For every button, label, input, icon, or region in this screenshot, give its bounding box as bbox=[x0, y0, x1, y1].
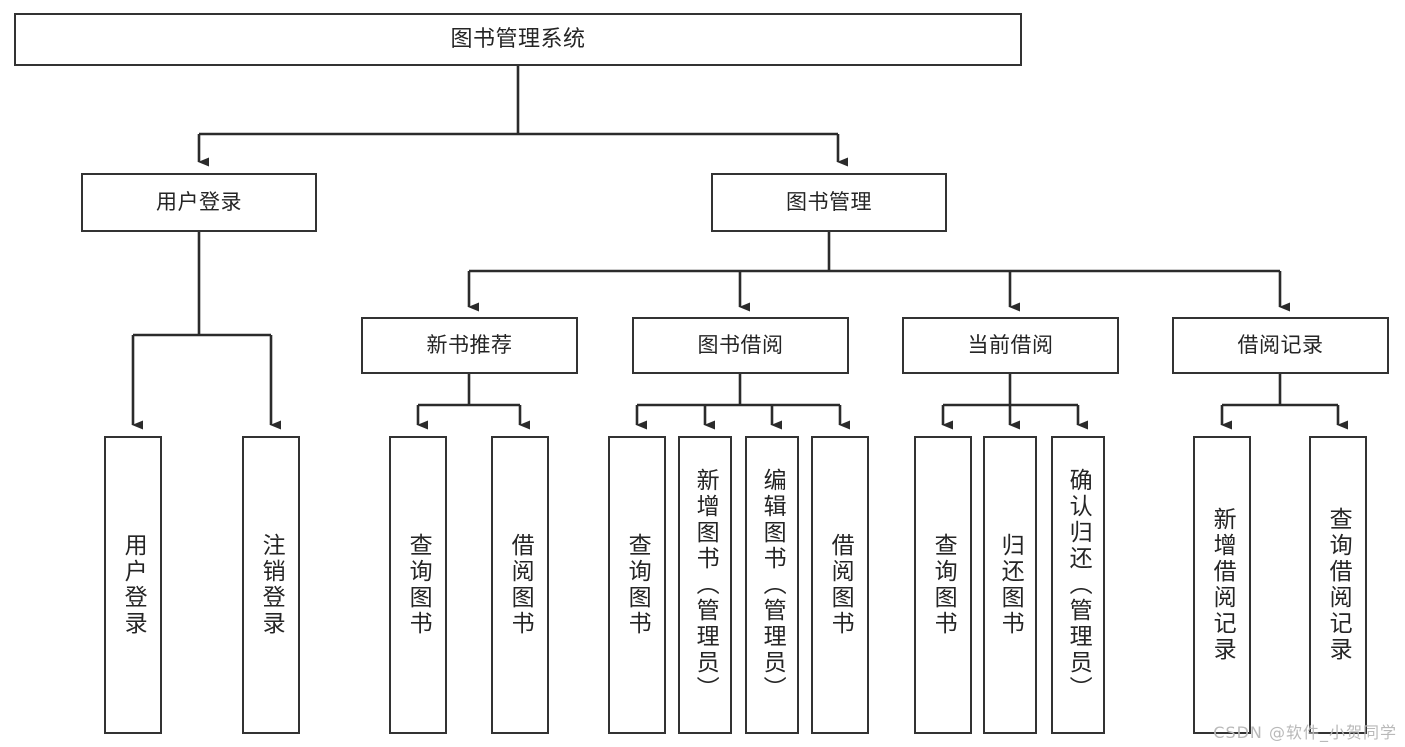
node-label: 注销登录 bbox=[258, 533, 285, 637]
node-label: 归还图书 bbox=[997, 533, 1024, 637]
node-label: 图书管理 bbox=[786, 190, 872, 215]
leaf-borrow-edit-book-admin[interactable]: 编辑图书（管理员） bbox=[745, 436, 799, 734]
leaf-record-query-record[interactable]: 查询借阅记录 bbox=[1309, 436, 1367, 734]
leaf-user-login[interactable]: 用户登录 bbox=[104, 436, 162, 734]
node-current-borrow[interactable]: 当前借阅 bbox=[902, 317, 1119, 374]
node-label: 用户登录 bbox=[156, 190, 242, 215]
node-label: 新增借阅记录 bbox=[1209, 507, 1236, 663]
node-borrow-record[interactable]: 借阅记录 bbox=[1172, 317, 1389, 374]
leaf-newbook-borrow-book[interactable]: 借阅图书 bbox=[491, 436, 549, 734]
leaf-newbook-query-book[interactable]: 查询图书 bbox=[389, 436, 447, 734]
node-book-borrow[interactable]: 图书借阅 bbox=[632, 317, 849, 374]
leaf-borrow-borrow-book[interactable]: 借阅图书 bbox=[811, 436, 869, 734]
node-label: 查询图书 bbox=[624, 533, 651, 637]
node-label: 借阅图书 bbox=[507, 533, 534, 637]
leaf-borrow-add-book-admin[interactable]: 新增图书（管理员） bbox=[678, 436, 732, 734]
leaf-current-return-book[interactable]: 归还图书 bbox=[983, 436, 1037, 734]
leaf-record-add-record[interactable]: 新增借阅记录 bbox=[1193, 436, 1251, 734]
node-label: 图书管理系统 bbox=[450, 26, 586, 52]
leaf-current-query-book[interactable]: 查询图书 bbox=[914, 436, 972, 734]
leaf-borrow-query-book[interactable]: 查询图书 bbox=[608, 436, 666, 734]
node-label: 借阅记录 bbox=[1237, 333, 1324, 358]
node-label: 当前借阅 bbox=[967, 333, 1054, 358]
node-root-system[interactable]: 图书管理系统 bbox=[14, 13, 1022, 66]
node-label: 新增图书（管理员） bbox=[692, 468, 719, 702]
leaf-current-confirm-return-admin[interactable]: 确认归还（管理员） bbox=[1051, 436, 1105, 734]
node-label: 新书推荐 bbox=[426, 333, 513, 358]
node-user-login[interactable]: 用户登录 bbox=[81, 173, 317, 232]
node-label: 图书借阅 bbox=[697, 333, 784, 358]
node-label: 用户登录 bbox=[120, 533, 147, 637]
node-label: 借阅图书 bbox=[827, 533, 854, 637]
node-label: 编辑图书（管理员） bbox=[759, 468, 786, 702]
node-book-management[interactable]: 图书管理 bbox=[711, 173, 947, 232]
node-label: 查询图书 bbox=[930, 533, 957, 637]
node-label: 查询借阅记录 bbox=[1325, 507, 1352, 663]
node-new-book-recommend[interactable]: 新书推荐 bbox=[361, 317, 578, 374]
csdn-watermark: CSDN @软件_小贺同学 bbox=[1213, 723, 1397, 742]
node-label: 查询图书 bbox=[405, 533, 432, 637]
node-label: 确认归还（管理员） bbox=[1065, 468, 1092, 702]
leaf-user-logout[interactable]: 注销登录 bbox=[242, 436, 300, 734]
